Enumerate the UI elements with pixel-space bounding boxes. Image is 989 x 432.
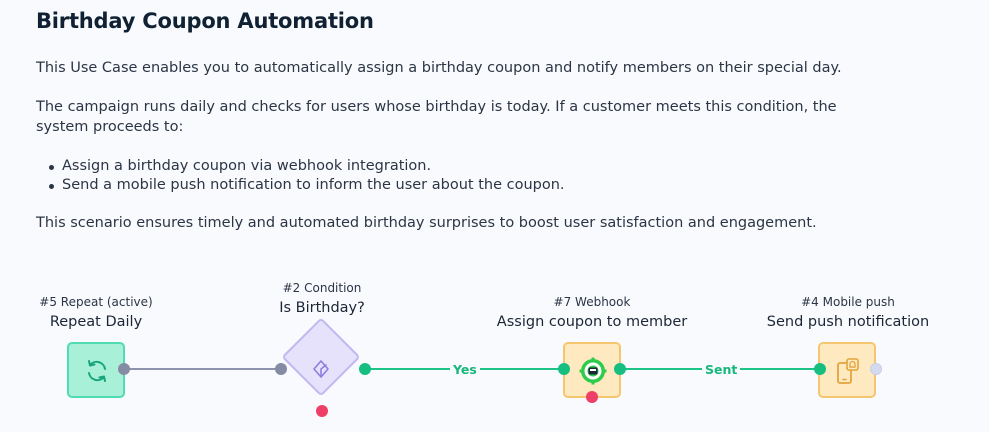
repeat-node-id: #5 Repeat (active)	[39, 295, 153, 309]
page-title: Birthday Coupon Automation	[36, 9, 374, 33]
repeat-node[interactable]	[67, 342, 125, 398]
description-text: The campaign runs daily and checks for u…	[36, 99, 837, 135]
list-item: Send a mobile push notification to infor…	[42, 176, 565, 195]
condition-no-port[interactable]	[316, 405, 328, 417]
condition-node-caption: #2 Condition Is Birthday?	[279, 280, 365, 318]
summary-text: This scenario ensures timely and automat…	[36, 215, 817, 231]
edge-label-sent: Sent	[702, 362, 741, 378]
webhook-node-title: Assign coupon to member	[496, 314, 688, 330]
push-node-id: #4 Mobile push	[801, 295, 895, 309]
edge-label-yes: Yes	[450, 362, 480, 378]
condition-node-id: #2 Condition	[282, 281, 362, 295]
condition-input-port[interactable]	[275, 363, 287, 375]
webhook-icon	[579, 357, 607, 385]
push-output-port[interactable]	[870, 363, 882, 375]
repeat-node-caption: #5 Repeat (active) Repeat Daily	[39, 294, 152, 332]
push-input-port[interactable]	[814, 363, 826, 375]
connector-repeat-condition	[124, 368, 281, 370]
list-item: Assign a birthday coupon via webhook int…	[42, 157, 565, 176]
repeat-output-port[interactable]	[118, 363, 130, 375]
webhook-node-caption: #7 Webhook Assign coupon to member	[497, 294, 687, 332]
refresh-icon	[88, 360, 106, 382]
webhook-node[interactable]	[563, 342, 621, 398]
push-node-caption: #4 Mobile push Send push notification	[767, 294, 929, 332]
condition-node-title: Is Birthday?	[279, 300, 365, 316]
intro-text: This Use Case enables you to automatical…	[36, 60, 842, 76]
webhook-output-port[interactable]	[614, 363, 626, 375]
push-node[interactable]	[818, 342, 876, 398]
steps-list: Assign a birthday coupon via webhook int…	[42, 157, 565, 195]
split-condition-icon	[313, 360, 329, 378]
push-node-title: Send push notification	[766, 314, 930, 330]
mobile-push-icon	[837, 358, 859, 384]
webhook-error-port[interactable]	[586, 391, 598, 403]
webhook-input-port[interactable]	[558, 363, 570, 375]
webhook-node-id: #7 Webhook	[553, 295, 631, 309]
condition-yes-port[interactable]	[359, 363, 371, 375]
repeat-node-title: Repeat Daily	[49, 314, 143, 330]
workflow-canvas: #5 Repeat (active) Repeat Daily #2 Condi…	[0, 260, 989, 432]
